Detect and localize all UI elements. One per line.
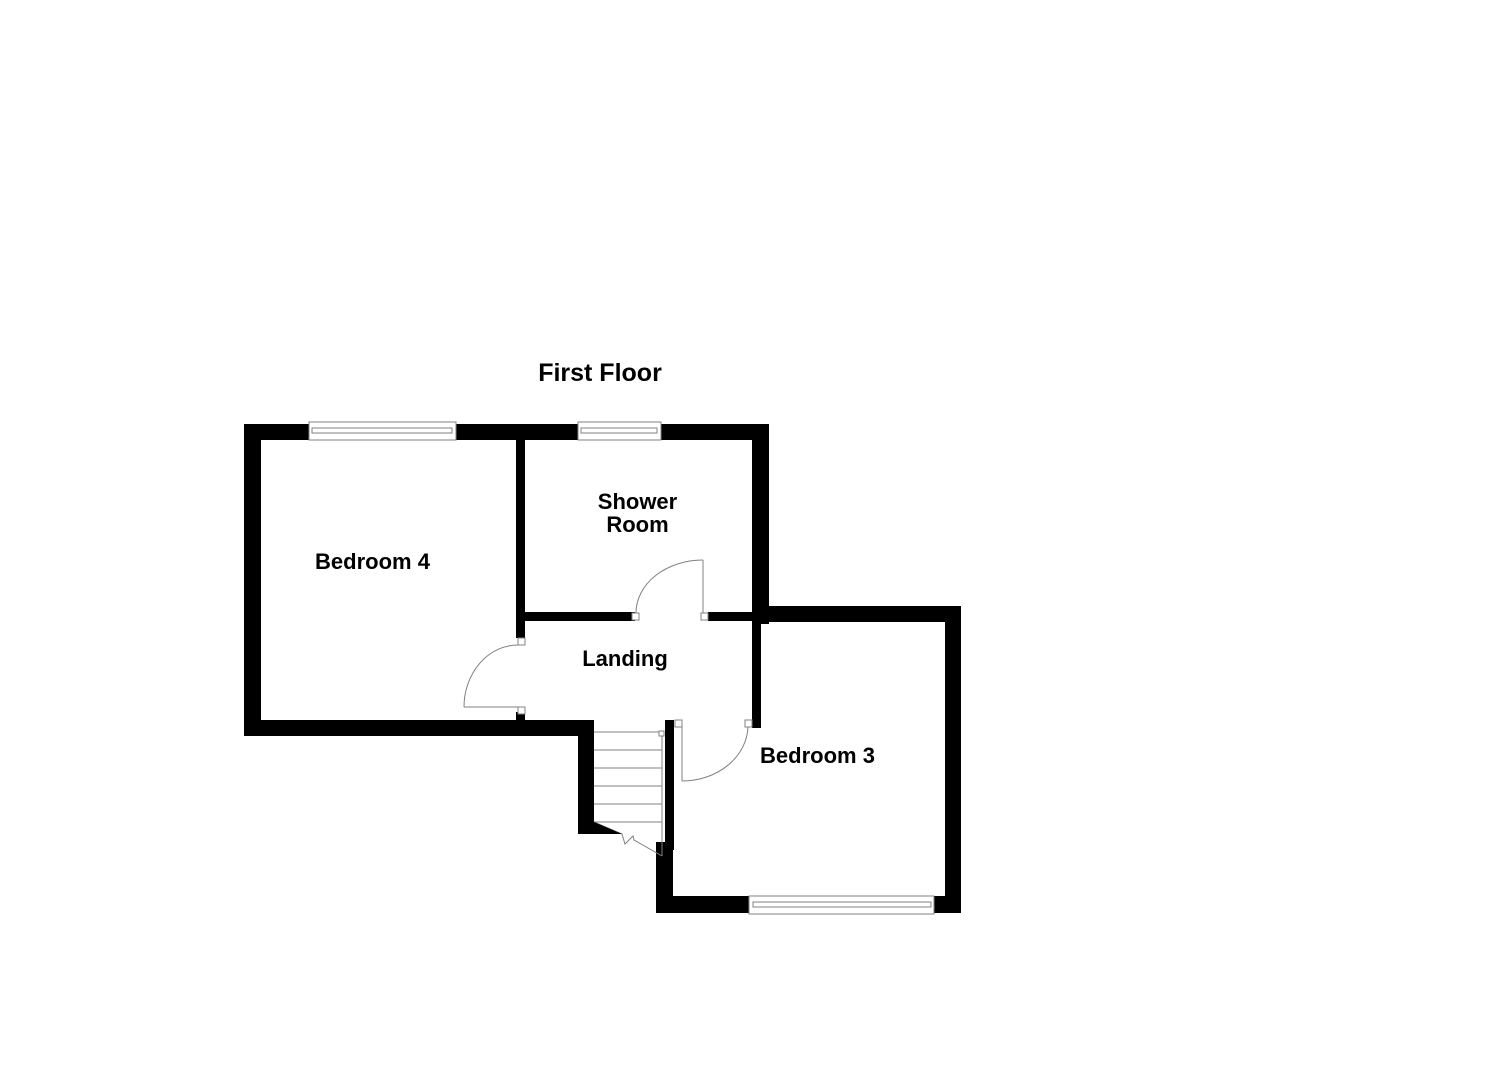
wall-top-bedroom3 [752, 606, 961, 622]
door-bedroom3 [674, 719, 753, 782]
door-shower-room [631, 559, 709, 621]
wall-right-shower [752, 424, 769, 624]
window-bedroom4 [308, 421, 457, 441]
wall-stair-right [665, 720, 674, 850]
room-label-bedroom-3: Bedroom 3 [760, 743, 875, 768]
wall-shower-landing-right [708, 612, 758, 621]
door-bedroom4 [463, 637, 526, 715]
wall-shower-landing-left [525, 612, 635, 621]
doors [463, 559, 753, 782]
room-label-shower-room: Shower Room [597, 489, 678, 538]
wall-bottom-bedroom4 [244, 720, 594, 736]
wall-bedroom4-landing-lower [516, 712, 525, 722]
wall-landing-bedroom3 [752, 612, 761, 728]
windows [308, 421, 935, 915]
stair-bottom-fill [578, 822, 622, 834]
wall-bedroom4-shower [516, 440, 525, 638]
wall-stair-left [578, 720, 594, 832]
wall-right-bedroom3 [945, 606, 961, 913]
window-shower [577, 421, 662, 441]
room-label-bedroom-4: Bedroom 4 [315, 549, 430, 574]
floor-title: First Floor [538, 359, 662, 387]
room-label-landing: Landing [582, 646, 668, 671]
wall-left [244, 424, 261, 736]
wall-left-bedroom3 [656, 842, 673, 913]
staircase [578, 730, 665, 857]
window-bedroom3 [748, 895, 935, 915]
